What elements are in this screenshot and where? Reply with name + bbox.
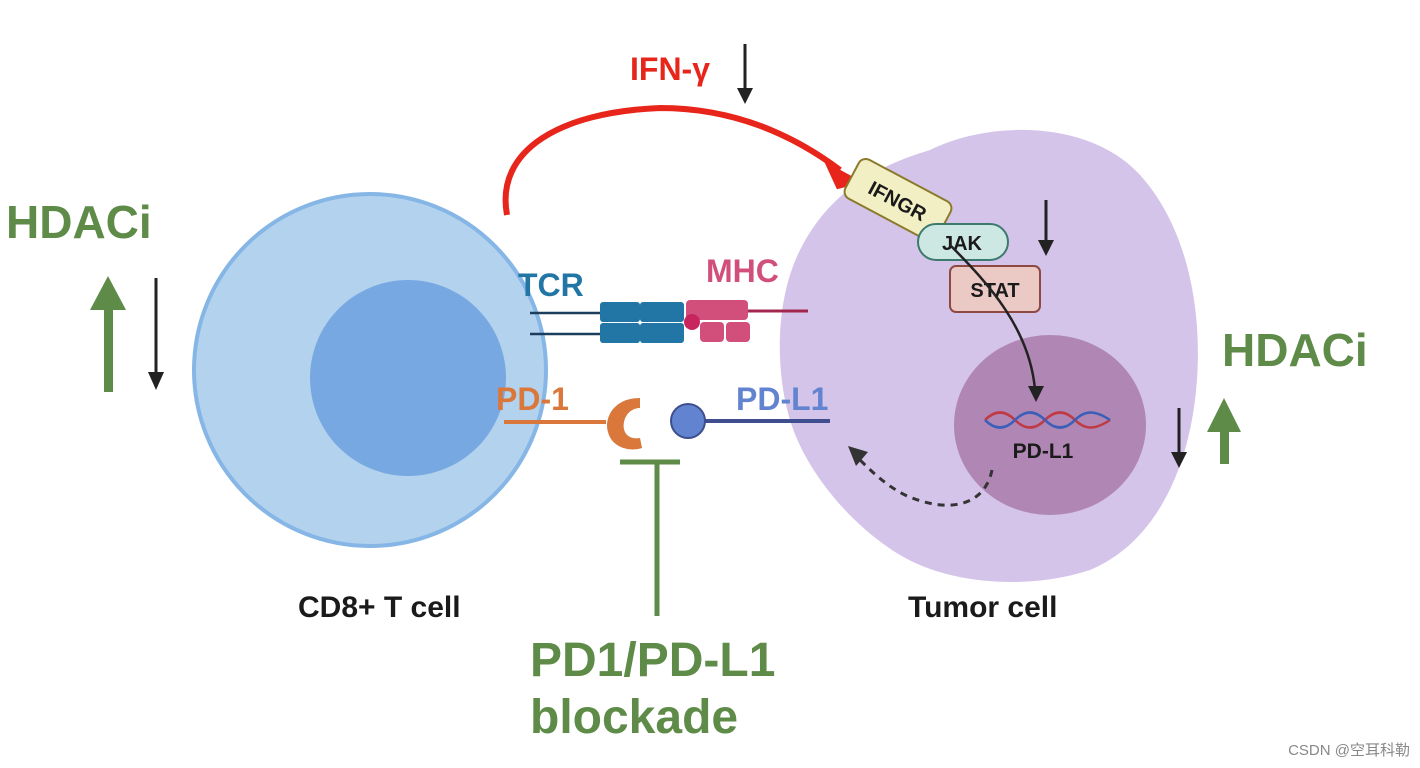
left-down-arrowhead-icon xyxy=(148,372,164,390)
blockade-title-line2: blockade xyxy=(530,691,738,744)
pd-1-label: PD-1 xyxy=(496,381,569,417)
pdl1-ball-icon xyxy=(670,403,706,439)
dashed-arrowhead-icon xyxy=(848,446,868,466)
tcr-domain xyxy=(640,323,684,343)
left-hdaci-label: HDACi xyxy=(6,196,152,248)
tcr-domain xyxy=(600,323,640,343)
pd-l1-label: PD-L1 xyxy=(736,381,828,417)
right-down-arrowhead-icon xyxy=(1171,452,1187,468)
mhc-domain xyxy=(686,300,748,320)
pd1-cup-icon xyxy=(607,398,642,450)
nucleus-arrowhead-icon xyxy=(1028,386,1044,402)
left-hdaci: HDACi xyxy=(6,196,164,392)
ifn-gamma-signal: IFN-γ xyxy=(502,44,864,216)
mhc-label: MHC xyxy=(706,253,779,289)
t-cell-nucleus xyxy=(310,280,506,476)
jak-down-arrowhead-icon xyxy=(1038,240,1054,256)
stat-to-nucleus-arrow xyxy=(949,244,1037,391)
mhc-domain xyxy=(726,322,750,342)
right-hdaci: HDACi xyxy=(1171,324,1368,468)
pd1-pdl1-pair: PD-1 PD-L1 xyxy=(496,381,830,450)
dna-helix-icon xyxy=(984,411,1111,429)
blockade-title-line1: PD1/PD-L1 xyxy=(530,634,775,687)
jak-label: JAK xyxy=(942,233,983,255)
ifn-gamma-label: IFN-γ xyxy=(630,51,710,87)
jak-box: JAK xyxy=(917,223,1009,261)
tumor-cell: PD-L1 xyxy=(779,129,1198,582)
tcr-mhc-complex: TCR MHC xyxy=(518,253,808,343)
blockade-inhibitor: PD1/PD-L1 blockade xyxy=(530,459,775,744)
cd8-t-cell xyxy=(192,192,548,548)
pd-l1-gene-label: PD-L1 xyxy=(1013,440,1074,463)
tcr-domain xyxy=(640,302,684,322)
left-up-arrow-icon xyxy=(90,276,126,310)
ifn-down-arrowhead-icon xyxy=(737,88,753,104)
pdl1-expression-dashed-arrow xyxy=(853,453,994,507)
left-up-arrow-shaft xyxy=(104,304,113,392)
tcr-label: TCR xyxy=(518,267,584,303)
ifn-gamma-arrow xyxy=(502,104,842,216)
watermark: CSDN @空耳科勒 xyxy=(1288,742,1410,759)
right-hdaci-label: HDACi xyxy=(1222,324,1368,376)
t-cell-label: CD8+ T cell xyxy=(298,591,461,624)
stat-rect xyxy=(949,265,1041,313)
peptide-icon xyxy=(684,314,700,330)
tcr-domain xyxy=(600,302,640,322)
stat-box: STAT xyxy=(949,265,1041,313)
stat-label: STAT xyxy=(970,280,1019,302)
right-up-arrow-icon xyxy=(1207,398,1241,432)
mhc-domain xyxy=(700,322,724,342)
right-up-arrow-shaft xyxy=(1220,426,1229,464)
tumor-cell-label: Tumor cell xyxy=(908,591,1057,624)
